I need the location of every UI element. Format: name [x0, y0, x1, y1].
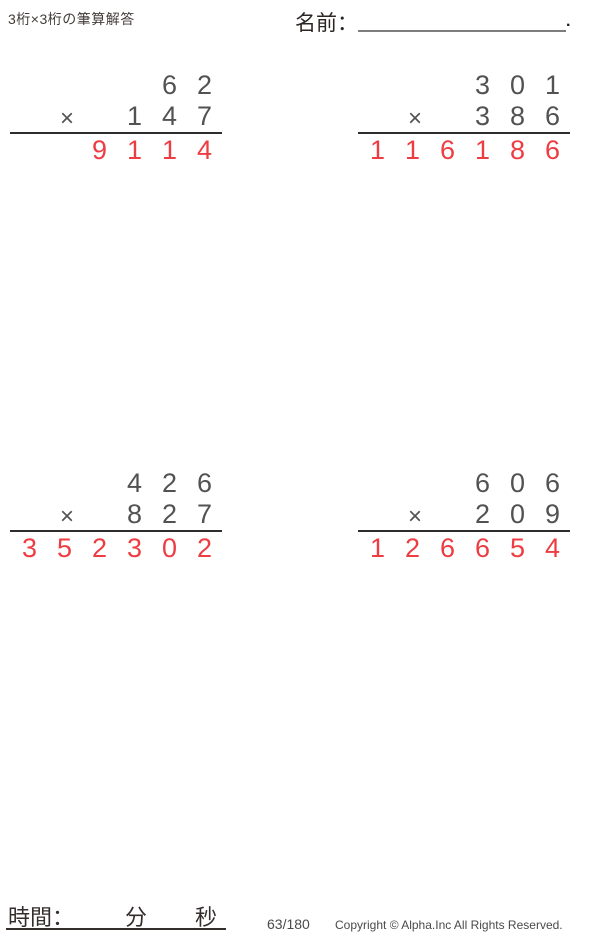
time-label: 時間：: [8, 905, 75, 930]
operand-digit: 7: [196, 499, 213, 529]
multiplication-sign: ×: [408, 503, 423, 530]
operand-digit: 0: [509, 468, 526, 498]
answer-line: [10, 530, 222, 532]
name-blank-line: [358, 10, 566, 32]
operand-digit: 3: [474, 101, 491, 131]
operand-digit: 3: [474, 70, 491, 100]
product-digit: 9: [91, 135, 108, 165]
multiplication-sign: ×: [408, 105, 423, 132]
product-digit: 5: [509, 533, 526, 563]
operand-digit: 2: [161, 468, 178, 498]
operand-digit: 6: [196, 468, 213, 498]
name-label: 名前：: [295, 12, 358, 35]
product-digit: 6: [544, 135, 561, 165]
operand-digit: 1: [126, 101, 143, 131]
operand-digit: 6: [544, 468, 561, 498]
operand-digit: 8: [126, 499, 143, 529]
copyright-text: Copyright © Alpha.Inc All Rights Reserve…: [335, 918, 563, 932]
operand-digit: 2: [474, 499, 491, 529]
operand-digit: 7: [196, 101, 213, 131]
product-digit: 4: [544, 533, 561, 563]
product-digit: 1: [369, 533, 386, 563]
multiplication-sign: ×: [60, 503, 75, 530]
operand-digit: 6: [161, 70, 178, 100]
operand-digit: 0: [509, 70, 526, 100]
product-digit: 1: [404, 135, 421, 165]
operand-digit: 4: [126, 468, 143, 498]
product-digit: 1: [369, 135, 386, 165]
product-digit: 2: [196, 533, 213, 563]
product-digit: 2: [404, 533, 421, 563]
product-digit: 4: [196, 135, 213, 165]
product-digit: 1: [126, 135, 143, 165]
product-digit: 6: [474, 533, 491, 563]
multiplication-sign: ×: [60, 105, 75, 132]
product-digit: 3: [21, 533, 38, 563]
page-number: 63/180: [267, 916, 310, 932]
operand-digit: 1: [544, 70, 561, 100]
seconds-label: 秒: [195, 905, 218, 930]
product-digit: 6: [439, 135, 456, 165]
answer-line: [358, 530, 570, 532]
time-field: 時間： 分 秒: [6, 898, 226, 930]
minutes-label: 分: [125, 905, 148, 930]
product-digit: 0: [161, 533, 178, 563]
answer-line: [10, 132, 222, 134]
product-digit: 1: [161, 135, 178, 165]
operand-digit: 4: [161, 101, 178, 131]
product-digit: 5: [56, 533, 73, 563]
worksheet-title: 3桁×3桁の筆算解答: [8, 11, 135, 27]
operand-digit: 2: [161, 499, 178, 529]
operand-digit: 2: [196, 70, 213, 100]
product-digit: 8: [509, 135, 526, 165]
product-digit: 1: [474, 135, 491, 165]
operand-digit: 6: [474, 468, 491, 498]
product-digit: 2: [91, 533, 108, 563]
name-line-period: .: [566, 13, 571, 30]
operand-digit: 8: [509, 101, 526, 131]
answer-line: [358, 132, 570, 134]
operand-digit: 9: [544, 499, 561, 529]
operand-digit: 0: [509, 499, 526, 529]
product-digit: 3: [126, 533, 143, 563]
product-digit: 6: [439, 533, 456, 563]
operand-digit: 6: [544, 101, 561, 131]
